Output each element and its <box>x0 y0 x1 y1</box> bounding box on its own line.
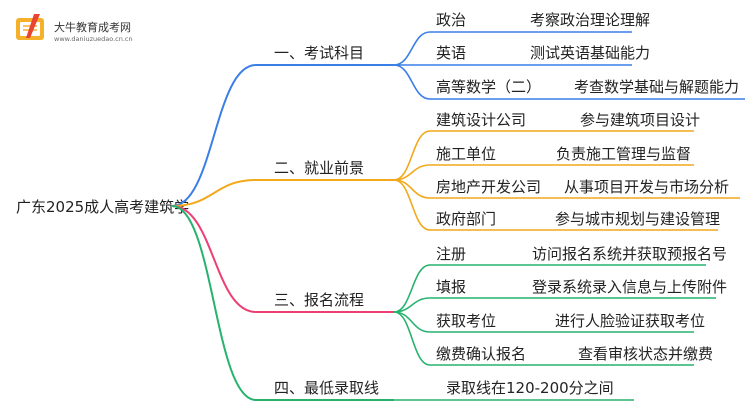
leaf-label: 施工单位 <box>436 145 496 163</box>
connector-leaf <box>393 264 706 313</box>
branch-label: 四、最低录取线 <box>274 379 379 397</box>
leaf-label: 填报 <box>436 278 466 296</box>
logo-title: 大牛教育成考网 <box>54 20 131 34</box>
connector-leaf <box>393 179 718 231</box>
connector-leaf <box>393 130 694 181</box>
branch-label: 三、报名流程 <box>274 291 364 309</box>
leaf-desc: 负责施工管理与监督 <box>556 145 691 163</box>
branch-career-prospects: 二、就业前景 建筑设计公司 参与建筑项目设计 施工单位 负责施工管理与监督 房地… <box>171 111 740 231</box>
connector-leaf <box>393 297 716 313</box>
leaf-desc: 访问报名系统并获取预报名号 <box>532 245 727 263</box>
leaf-desc: 从事项目开发与市场分析 <box>564 178 729 196</box>
branch-registration-process: 三、报名流程 注册 访问报名系统并获取预报名号 填报 登录系统录入信息与上传附件… <box>171 205 727 366</box>
leaf-label: 建筑设计公司 <box>436 111 526 129</box>
book-pencil-icon <box>16 14 44 40</box>
connector-leaf <box>393 311 694 366</box>
leaf-label: 房地产开发公司 <box>436 178 541 196</box>
leaf-desc: 考察政治理论理解 <box>530 11 650 29</box>
connector-leaf <box>393 164 694 181</box>
leaf-label: 获取考位 <box>436 312 496 330</box>
root-topic: 广东2025成人高考建筑学 <box>16 198 189 216</box>
connector-leaf <box>393 31 632 66</box>
leaf-desc: 录取线在120-200分之间 <box>446 379 614 397</box>
leaf-label: 政府部门 <box>436 210 496 228</box>
branch-exam-subjects: 一、考试科目 政治 考察政治理论理解 英语 测试英语基础能力 高等数学（二） 考… <box>171 11 745 207</box>
leaf-label: 高等数学（二） <box>436 78 541 96</box>
connector-branch-3 <box>171 205 394 313</box>
leaf-label: 注册 <box>436 245 466 263</box>
leaf-desc: 考查数学基础与解题能力 <box>574 78 739 96</box>
connector-branch-4 <box>171 205 394 401</box>
leaf-desc: 进行人脸验证获取考位 <box>555 312 705 330</box>
leaf-desc: 测试英语基础能力 <box>530 44 650 62</box>
leaf-desc: 查看审核状态并缴费 <box>578 345 713 363</box>
connector-branch-1 <box>171 64 394 207</box>
logo-url: www.daniuzuedao.cn.cn <box>54 35 133 43</box>
leaf-label: 英语 <box>436 44 466 62</box>
leaf-desc: 登录系统录入信息与上传附件 <box>532 278 727 296</box>
connector-leaf <box>393 64 745 100</box>
connector-branch-2 <box>171 179 394 207</box>
branch-label: 一、考试科目 <box>274 44 364 62</box>
leaf-desc: 参与建筑项目设计 <box>580 111 700 129</box>
branch-label: 二、就业前景 <box>274 159 364 177</box>
leaf-desc: 参与城市规划与建设管理 <box>555 210 720 228</box>
leaf-label: 缴费确认报名 <box>436 345 526 363</box>
site-logo: 大牛教育成考网 www.daniuzuedao.cn.cn <box>16 14 133 43</box>
leaf-label: 政治 <box>436 11 466 29</box>
branch-minimum-score: 四、最低录取线 录取线在120-200分之间 <box>171 205 634 401</box>
